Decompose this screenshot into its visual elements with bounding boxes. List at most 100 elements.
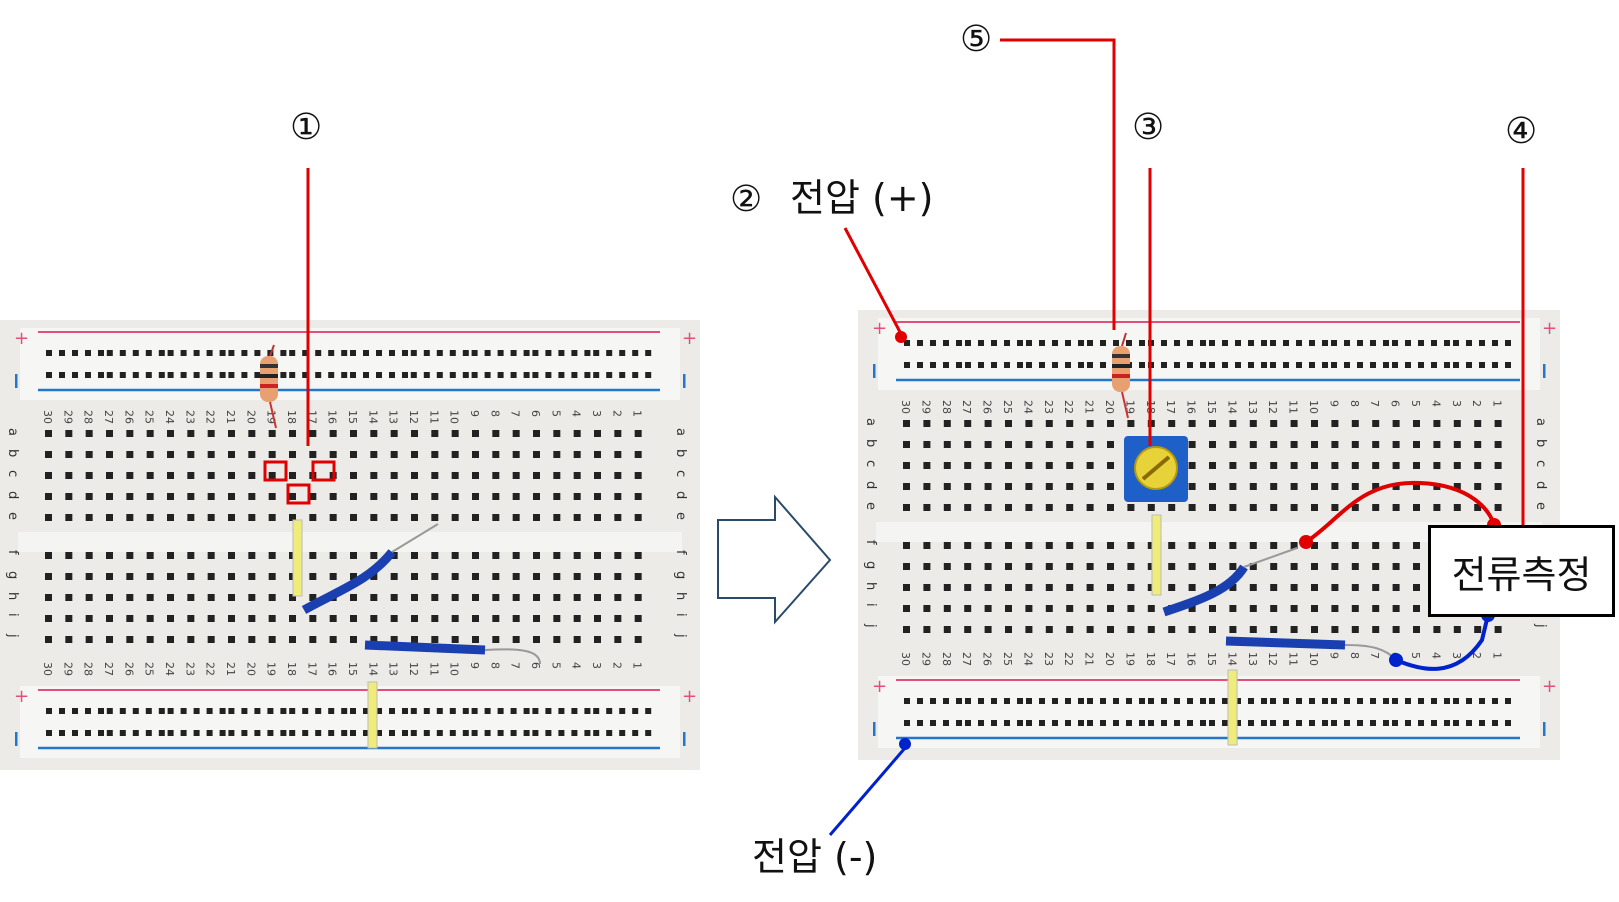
terminal-hole	[512, 615, 520, 622]
rail-hole	[302, 350, 309, 356]
rail-hole	[619, 730, 626, 736]
rail-hole	[106, 350, 113, 356]
rail-hole	[606, 708, 613, 714]
rail-hole	[98, 372, 104, 378]
row-letter: c	[863, 460, 878, 467]
terminal-hole	[1351, 605, 1359, 612]
rail-hole	[1248, 720, 1254, 726]
terminal-hole	[126, 451, 134, 458]
rail-hole	[219, 708, 226, 714]
rail-hole	[1100, 720, 1106, 726]
rail-hole	[1087, 720, 1093, 726]
rail-hole	[1322, 698, 1328, 704]
terminal-hole	[1066, 420, 1074, 427]
terminal-hole	[1331, 542, 1339, 549]
rail-hole	[1322, 340, 1328, 346]
rail-hole	[510, 730, 517, 736]
terminal-hole	[390, 451, 398, 458]
rail-hole	[1065, 698, 1071, 704]
leader-line-voltage-minus	[828, 747, 907, 836]
rail-hole	[119, 730, 126, 736]
terminal-hole	[1290, 504, 1298, 511]
terminal-hole	[634, 514, 642, 521]
terminal-hole	[1066, 563, 1074, 570]
column-number: 20	[244, 662, 257, 676]
terminal-hole	[1209, 483, 1216, 490]
rail-hole	[402, 350, 408, 356]
terminal-hole	[634, 451, 642, 458]
terminal-hole	[228, 430, 235, 437]
terminal-hole	[451, 636, 459, 643]
terminal-hole	[1209, 626, 1216, 633]
terminal-hole	[350, 594, 357, 601]
terminal-hole	[1229, 441, 1237, 448]
column-number: 12	[407, 662, 420, 676]
rail-hole	[1296, 340, 1302, 346]
rail-hole	[106, 372, 113, 378]
terminal-hole	[943, 563, 951, 570]
column-number: 7	[509, 662, 522, 669]
terminal-hole	[1209, 420, 1216, 427]
terminal-hole	[1045, 504, 1053, 511]
rail-hole	[1222, 720, 1228, 726]
rail-hole	[1479, 340, 1485, 346]
rail-hole	[1357, 362, 1363, 368]
column-number: 5	[1409, 400, 1422, 407]
terminal-hole	[1188, 605, 1196, 612]
terminal-hole	[1107, 584, 1114, 591]
terminal-hole	[451, 552, 459, 559]
terminal-hole	[594, 514, 601, 521]
rail-hole	[497, 372, 504, 378]
terminal-hole	[167, 594, 174, 601]
column-number: 9	[1327, 400, 1340, 407]
terminal-hole	[1066, 542, 1074, 549]
rail-hole	[1052, 362, 1058, 368]
rail-hole	[1139, 340, 1145, 346]
terminal-hole	[1290, 584, 1298, 591]
rail-hole	[545, 708, 552, 714]
terminal-hole	[594, 472, 601, 479]
rail-hole	[193, 730, 200, 736]
rail-hole	[302, 372, 309, 378]
terminal-hole	[903, 563, 910, 570]
terminal-hole	[573, 472, 581, 479]
terminal-hole	[1311, 626, 1318, 633]
column-number: 2	[610, 410, 623, 417]
column-number: 22	[1062, 652, 1075, 666]
rail-hole	[1039, 698, 1045, 704]
terminal-hole	[1270, 584, 1278, 591]
rail-hole	[193, 372, 200, 378]
terminal-hole	[1249, 420, 1257, 427]
terminal-hole	[1005, 584, 1012, 591]
terminal-hole	[451, 573, 459, 580]
rail-hole	[1139, 698, 1145, 704]
terminal-hole	[634, 552, 642, 559]
terminal-hole	[1209, 441, 1216, 448]
terminal-hole	[431, 615, 439, 622]
rail-hole	[1392, 340, 1398, 346]
terminal-hole	[1392, 626, 1400, 633]
voltage-plus-label: 전압 (+)	[790, 176, 934, 220]
rail-hole	[991, 720, 997, 726]
terminal-hole	[1025, 605, 1033, 612]
terminal-hole	[1413, 420, 1420, 427]
terminal-hole	[1168, 563, 1176, 570]
terminal-hole	[1351, 584, 1359, 591]
rail-hole	[1453, 362, 1459, 368]
rail-hole	[1344, 362, 1350, 368]
terminal-hole	[472, 573, 479, 580]
terminal-hole	[1086, 420, 1094, 427]
row-letter: b	[863, 439, 878, 447]
yellow-wire	[1151, 514, 1162, 596]
column-number: 27	[960, 400, 973, 414]
terminal-hole	[1188, 542, 1196, 549]
terminal-hole	[1351, 462, 1359, 469]
terminal-hole	[411, 615, 418, 622]
terminal-hole	[1331, 605, 1339, 612]
rail-hole	[145, 372, 152, 378]
terminal-hole	[451, 594, 459, 601]
rail-hole	[1126, 720, 1132, 726]
rail-hole	[376, 708, 382, 714]
column-number: 4	[570, 662, 583, 669]
rail-hole	[462, 372, 469, 378]
